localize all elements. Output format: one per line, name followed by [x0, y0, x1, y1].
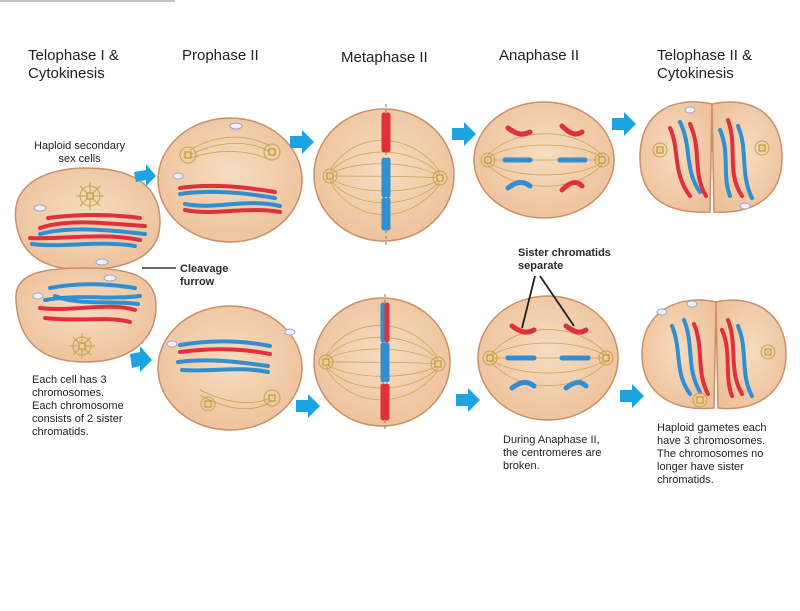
centrosome-icon [598, 350, 614, 366]
label-sister-chromatids: Sister chromatids separate [518, 247, 611, 272]
telophase2-cell-bottom [641, 299, 787, 410]
metaphase2-cell-top [313, 104, 455, 246]
centrosome-icon [760, 344, 776, 360]
centrosome-icon [430, 356, 446, 372]
metaphase2-cell-bottom [313, 294, 451, 430]
centrosome-icon [482, 350, 498, 366]
centrosome-icon [263, 143, 281, 161]
arrow-right-icon [296, 394, 320, 418]
arrow-right-icon [456, 388, 480, 412]
centrosome-icon [594, 152, 610, 168]
arrow-right-icon [130, 346, 152, 372]
centrosome-icon [652, 142, 668, 158]
centrosome-icon [179, 146, 197, 164]
centrosome-icon [76, 182, 104, 210]
arrow-right-icon [134, 164, 156, 186]
arrow-right-icon [620, 384, 644, 408]
progress-arrows [130, 112, 644, 418]
prophase2-cell-bottom [157, 305, 303, 431]
centrosome-icon [480, 152, 496, 168]
prophase2-cell-top [157, 117, 303, 243]
note-each-cell: Each cell has 3 chromosomes. Each chromo… [32, 374, 124, 438]
anaphase2-cell-top [473, 101, 615, 219]
centrosome-icon [322, 168, 338, 184]
centrosome-icon [754, 140, 770, 156]
sister-pointer-right [539, 275, 575, 327]
stage-title-prophase2: Prophase II [182, 47, 259, 64]
stage-title-anaphase2: Anaphase II [499, 47, 580, 64]
centrosome-icon [432, 170, 448, 186]
anaphase2-cell-bottom [477, 295, 619, 421]
sister-pointer-left [521, 275, 536, 329]
note-during-anaphase: During Anaphase II, the centromeres are … [503, 434, 602, 472]
arrow-right-icon [452, 122, 476, 146]
label-cleavage-furrow: Cleavage furrow [180, 263, 229, 288]
centrosome-icon [318, 354, 334, 370]
arrow-right-icon [290, 130, 314, 154]
stage-title-telophase1: Telophase I & Cytokinesis [28, 47, 119, 82]
note-haploid-gametes: Haploid gametes each have 3 chromosomes.… [657, 422, 767, 486]
telophase1-cell-bottom [15, 267, 157, 363]
stage-title-metaphase2: Metaphase II [341, 49, 428, 66]
centrosome-icon [200, 396, 216, 412]
centrosome-icon [69, 333, 95, 359]
note-haploid-secondary: Haploid secondary sex cells [34, 140, 126, 165]
centrosome-icon [263, 389, 281, 407]
stage-title-telophase2: Telophase II & Cytokinesis [657, 47, 753, 82]
telophase1-cell-top [14, 167, 161, 271]
arrow-right-icon [612, 112, 636, 136]
centrosome-icon [692, 392, 708, 408]
telophase2-cell-top [639, 101, 783, 213]
